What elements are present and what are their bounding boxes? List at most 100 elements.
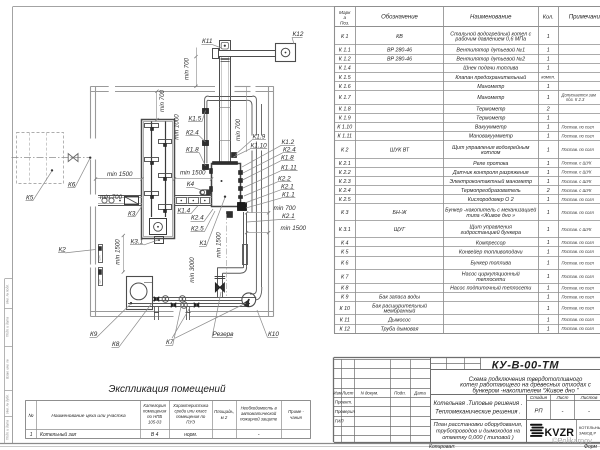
svg-text:К5: К5 <box>26 195 34 202</box>
svg-text:ВР 280-46: ВР 280-46 <box>387 47 412 53</box>
svg-text:Бункер топлива: Бункер топлива <box>471 261 512 267</box>
svg-text:1: 1 <box>547 295 550 301</box>
svg-text:К1.8: К1.8 <box>281 155 294 162</box>
svg-text:1: 1 <box>547 95 550 101</box>
svg-text:Постав. по согл: Постав. по согл <box>562 124 595 129</box>
svg-text:Стадия: Стадия <box>530 395 548 400</box>
svg-text:N докум.: N докум. <box>361 390 379 395</box>
svg-text:К 1.7: К 1.7 <box>339 95 352 101</box>
svg-text:Постав. по согл: Постав. по согл <box>562 294 595 299</box>
svg-text:рабочим давлением 0,6 МПа: рабочим давлением 0,6 МПа <box>454 37 526 43</box>
svg-text:К 11: К 11 <box>340 317 350 323</box>
svg-text:К 1.5: К 1.5 <box>339 75 351 81</box>
svg-text:К 1: К 1 <box>341 34 349 40</box>
svg-text:компл.: компл. <box>541 75 555 80</box>
svg-text:Марк: Марк <box>339 10 351 15</box>
svg-text:мембранный: мембранный <box>384 308 416 315</box>
svg-text:К2.4: К2.4 <box>186 130 199 137</box>
svg-text:1: 1 <box>547 34 550 40</box>
svg-text:К1.8: К1.8 <box>186 147 199 154</box>
svg-text:среди или класс: среди или класс <box>174 408 207 413</box>
svg-text:Постав. с ШУК: Постав. с ШУК <box>562 188 593 193</box>
svg-text:Резерв: Резерв <box>213 331 235 338</box>
svg-text:норм.: норм. <box>184 432 197 438</box>
svg-text:Приме -: Приме - <box>288 409 304 414</box>
svg-text:1: 1 <box>547 47 550 53</box>
svg-text:Инв. № подл.: Инв. № подл. <box>6 284 10 304</box>
svg-text:К 2.4: К 2.4 <box>339 188 351 194</box>
svg-text:К2.4: К2.4 <box>191 215 204 222</box>
svg-text:Характеристика: Характеристика <box>172 403 209 408</box>
svg-text:а: а <box>343 15 346 20</box>
svg-text:Листов: Листов <box>580 395 598 400</box>
svg-text:min 700: min 700 <box>235 118 242 141</box>
svg-text:1: 1 <box>547 84 550 90</box>
svg-text:1: 1 <box>547 170 550 176</box>
svg-text:БН-Ж: БН-Ж <box>393 210 408 216</box>
svg-text:Щит управления водогрейным: Щит управления водогрейным <box>452 144 530 151</box>
svg-text:К 12: К 12 <box>340 327 351 333</box>
svg-text:помещения по: помещения по <box>176 414 206 419</box>
svg-text:К9: К9 <box>90 331 98 338</box>
svg-text:Дымосос: Дымосос <box>387 317 411 323</box>
svg-text:К1.1: К1.1 <box>282 192 295 199</box>
svg-text:Постав. по согл: Постав. по согл <box>562 317 595 322</box>
svg-text:ЩУГ: ЩУГ <box>394 227 406 233</box>
svg-text:К4: К4 <box>187 181 195 188</box>
svg-text:Постав. с ШУК: Постав. с ШУК <box>562 179 593 184</box>
svg-text:min 1000: min 1000 <box>174 114 181 140</box>
svg-text:РП: РП <box>534 409 543 415</box>
svg-text:К2.1: К2.1 <box>282 213 295 220</box>
svg-text:Конвейер топливоподачи: Конвейер топливоподачи <box>459 248 523 255</box>
svg-text:К1.5: К1.5 <box>189 116 202 123</box>
svg-text:Компрессор: Компрессор <box>476 240 506 246</box>
svg-text:К10: К10 <box>268 331 279 338</box>
svg-text:Постав. с ШУК: Постав. с ШУК <box>562 161 593 166</box>
svg-text:Форм: Форм <box>584 444 597 450</box>
svg-text:105-03: 105-03 <box>148 420 162 425</box>
svg-text:Изм: Изм <box>333 390 341 395</box>
svg-text:Схема подключения твердотоплив: Схема подключения твердотопливного <box>469 377 583 383</box>
svg-text:Манометр: Манометр <box>477 84 504 90</box>
svg-text:Обозначение: Обозначение <box>381 15 418 21</box>
svg-text:К 2.2: К 2.2 <box>339 170 351 176</box>
svg-text:Площадь,: Площадь, <box>214 409 234 414</box>
svg-text:Стальной водогрейный котел с: Стальной водогрейный котел с <box>450 30 531 37</box>
svg-text:1: 1 <box>547 317 550 323</box>
svg-text:1: 1 <box>547 227 550 233</box>
svg-text:котлом: котлом <box>481 150 501 156</box>
svg-text:Вакуумметр: Вакуумметр <box>475 125 507 131</box>
svg-text:бункером -накопителем “Живое: бункером -накопителем “Живое дно ” <box>473 388 580 394</box>
svg-text:Примечание: Примечание <box>569 15 600 21</box>
svg-text:К2.5: К2.5 <box>191 226 204 233</box>
svg-text:м 2: м 2 <box>221 415 228 420</box>
svg-text:1: 1 <box>547 197 550 203</box>
svg-text:KVZR: KVZR <box>545 427 575 439</box>
svg-text:Проверил: Проверил <box>335 409 356 414</box>
svg-text:пожарной защите: пожарной защите <box>240 417 278 422</box>
svg-text:1: 1 <box>547 125 550 131</box>
svg-text:Кислородомер О 2: Кислородомер О 2 <box>468 197 514 203</box>
svg-text:ЩУГ: ЩУГ <box>99 278 102 284</box>
svg-text:min 700: min 700 <box>100 194 123 201</box>
svg-text:1: 1 <box>547 116 550 122</box>
svg-text:Подп. и дата: Подп. и дата <box>6 317 10 337</box>
svg-text:Термопреобразователь: Термопреобразователь <box>461 188 521 194</box>
svg-text:помещения: помещения <box>143 408 167 413</box>
svg-text:К 1.9: К 1.9 <box>339 116 351 122</box>
svg-text:теплосети: теплосети <box>476 277 505 283</box>
svg-text:К 2.3: К 2.3 <box>339 179 351 185</box>
svg-text:Шнек подачи топлива: Шнек подачи топлива <box>463 66 518 72</box>
svg-text:К 7: К 7 <box>341 274 350 280</box>
svg-text:Тепломеханические решения .: Тепломеханические решения . <box>435 409 521 415</box>
svg-text:Котельный зал: Котельный зал <box>40 431 77 438</box>
svg-text:К6: К6 <box>68 182 76 189</box>
svg-text:План расстановки оборудования,: План расстановки оборудования, <box>434 422 523 428</box>
svg-text:min 700: min 700 <box>159 89 166 112</box>
svg-text:ПУЭ: ПУЭ <box>186 420 195 425</box>
svg-text:К1.9: К1.9 <box>253 134 266 141</box>
svg-text:К12: К12 <box>293 31 304 38</box>
svg-text:К 3: К 3 <box>341 210 349 216</box>
svg-text:Постав. по согл: Постав. по согл <box>562 197 595 202</box>
svg-text:Экспликация помещений: Экспликация помещений <box>108 384 226 395</box>
